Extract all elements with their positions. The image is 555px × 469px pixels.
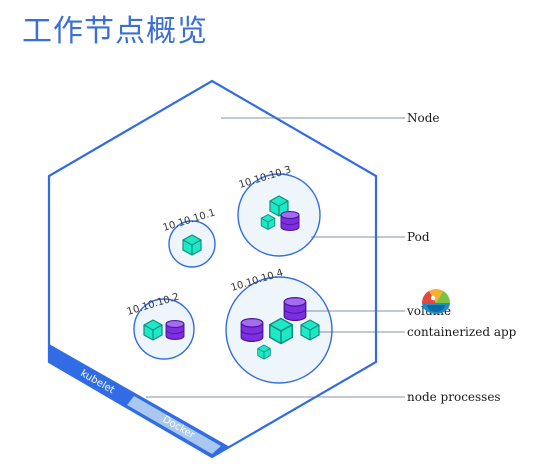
cylinder-icon: [280, 211, 300, 231]
page-title: 工作节点概览: [22, 14, 208, 49]
cylinder-icon: [240, 318, 264, 342]
cube-icon: [143, 319, 163, 341]
node-processes-strip: [49, 344, 230, 457]
color-wheel-icon: [422, 289, 450, 314]
pod-label: Pod: [407, 230, 430, 244]
node-hexagon: [47, 79, 378, 459]
containerized-app-label: containerized app: [407, 325, 517, 339]
docker-strip: [127, 396, 221, 454]
pod: 10.10.10.3: [237, 165, 321, 257]
cube-icon: [269, 317, 293, 345]
node-label: Node: [407, 111, 440, 125]
cylinder-icon: [165, 320, 185, 340]
node-processes-label: node processes: [407, 390, 501, 404]
cube-icon: [182, 234, 202, 256]
cube-icon: [260, 214, 276, 230]
cylinder-icon: [283, 297, 307, 321]
cube-icon: [257, 344, 271, 360]
cube-icon: [300, 319, 320, 341]
